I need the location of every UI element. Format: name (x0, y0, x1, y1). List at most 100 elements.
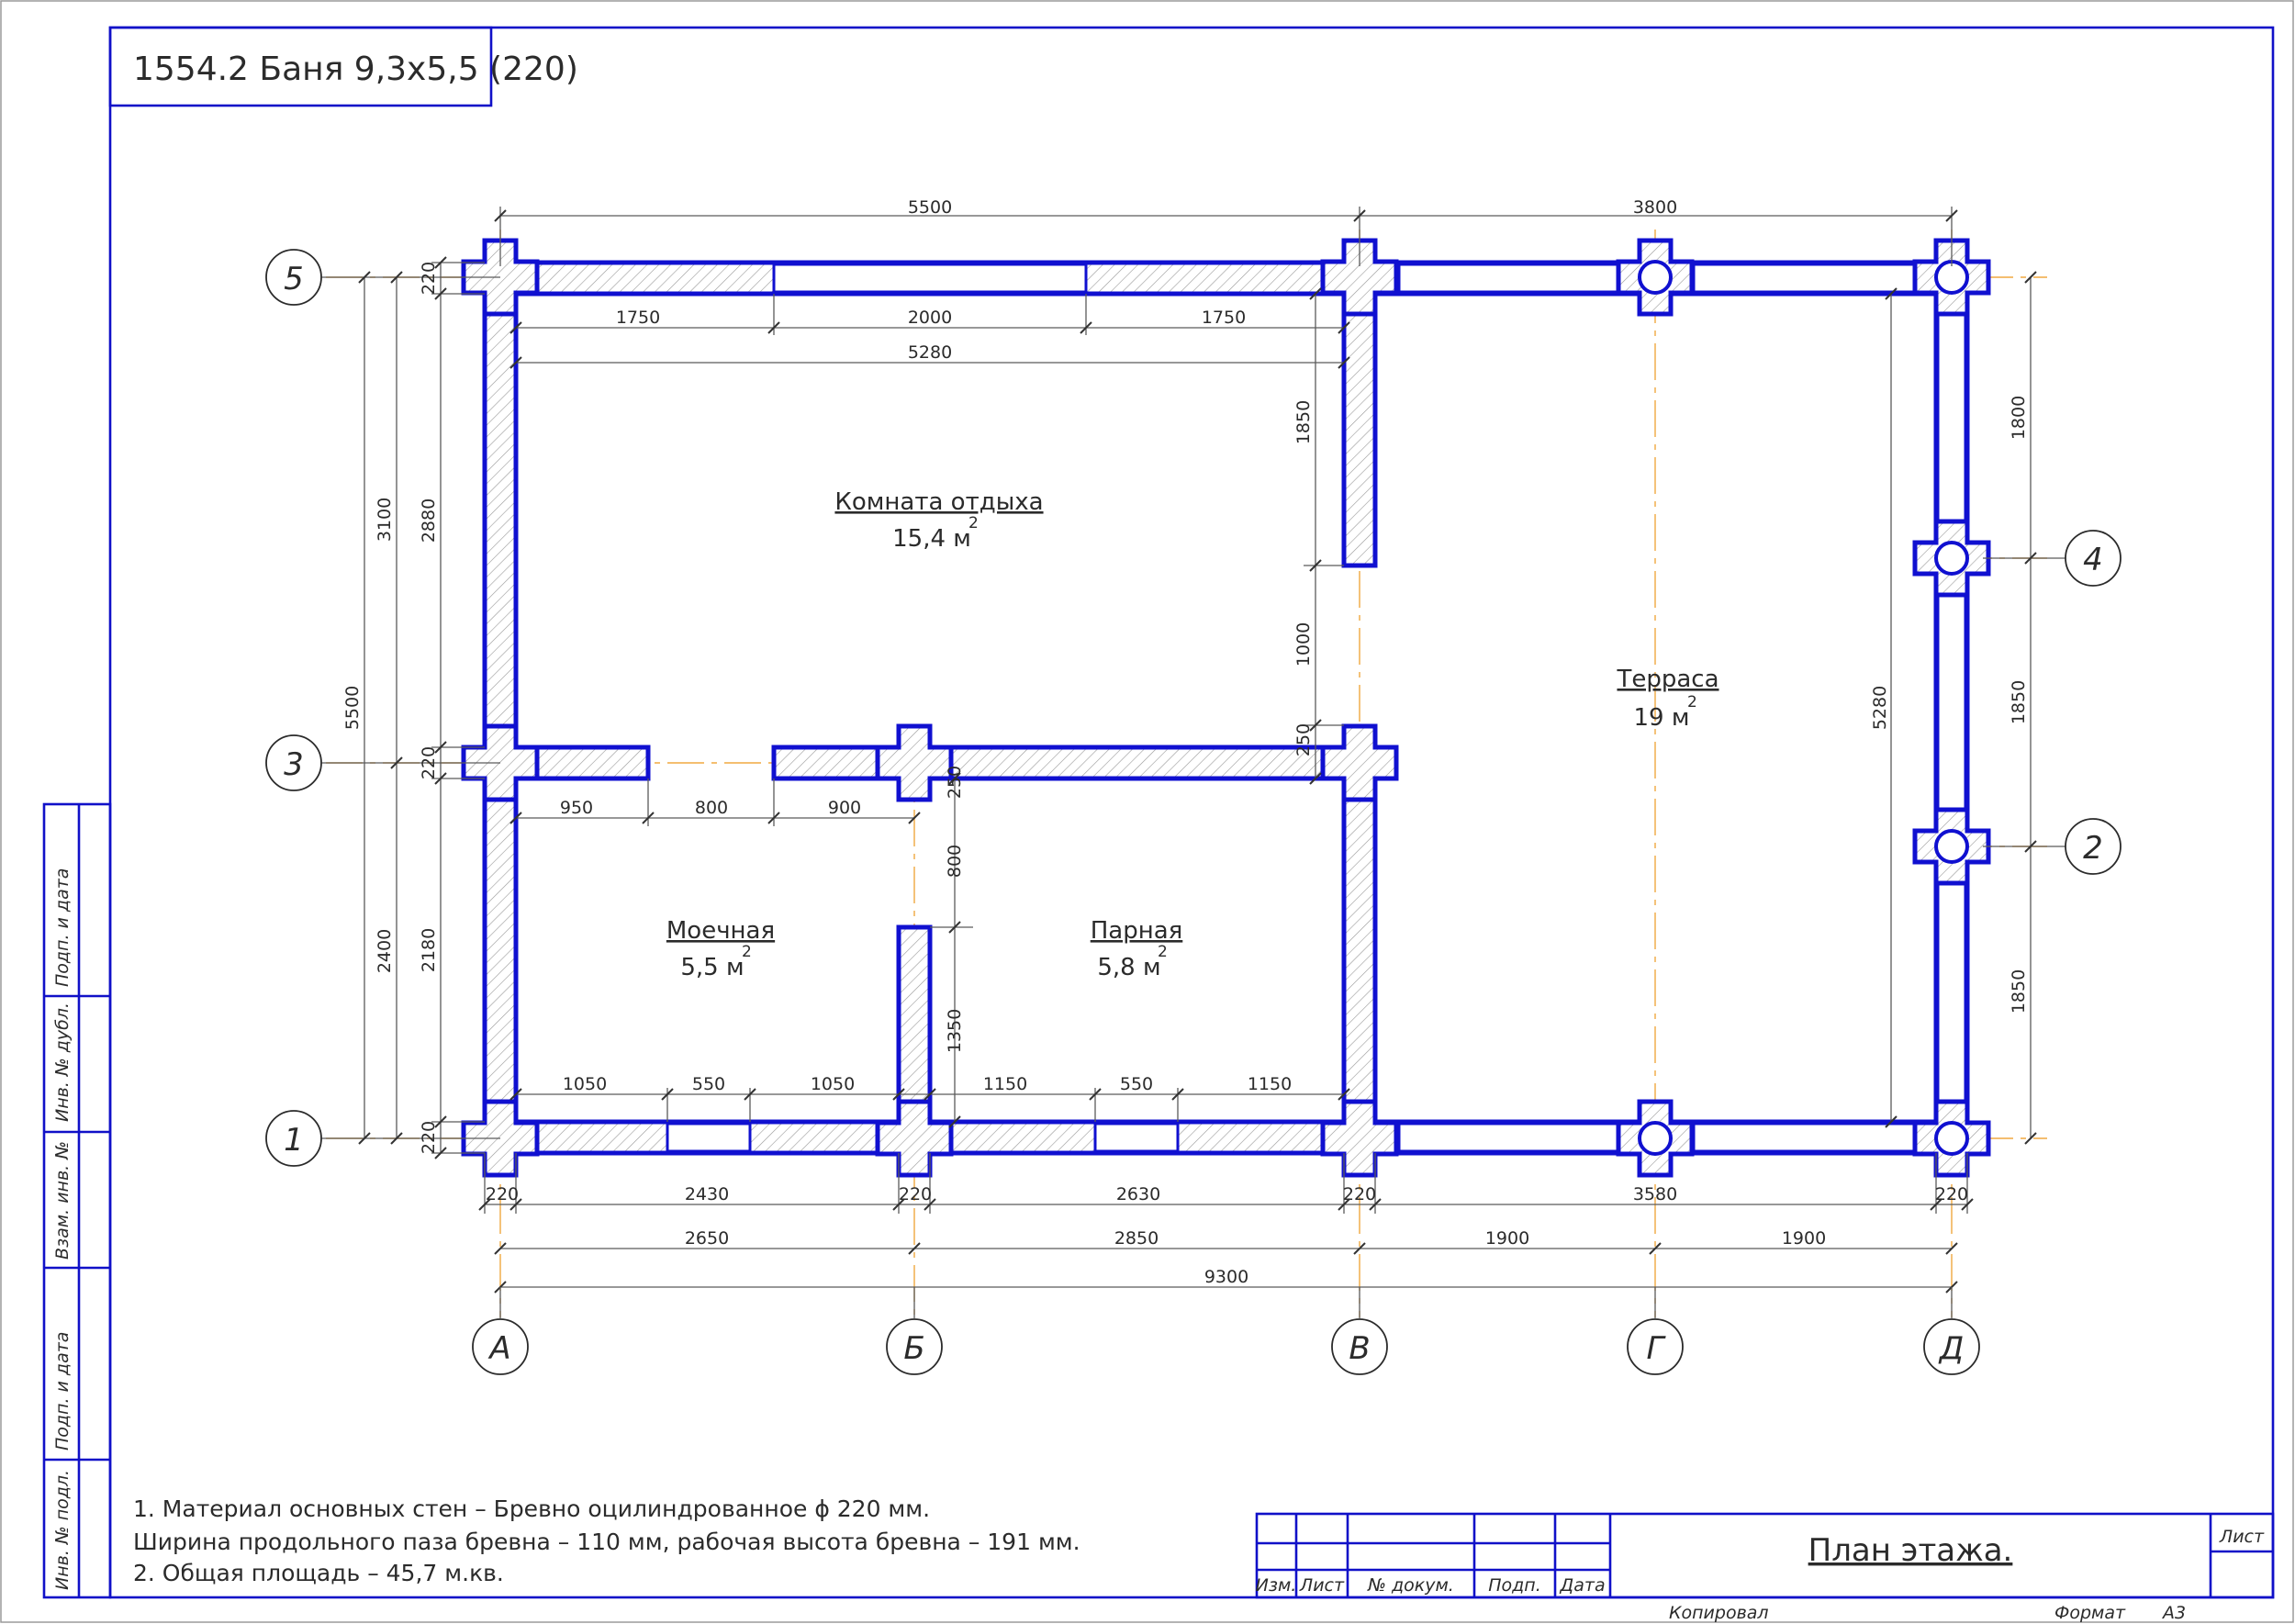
dim-tick-16 (892, 1088, 905, 1101)
dim-tick-11 (767, 812, 780, 824)
dim-bot-1150b: 1150 (1248, 1074, 1292, 1094)
dim-tick-18 (1089, 1088, 1102, 1101)
room-steam: Парная 5,8 м 2 (1091, 917, 1183, 981)
dim-tick-37 (358, 1132, 371, 1145)
dim-tick-55 (1885, 1115, 1898, 1128)
window-bottom-1 (666, 1122, 752, 1153)
dim-int-1000: 1000 (1293, 622, 1314, 666)
dimension-lines (353, 207, 2040, 1288)
terrace-right-rail-3 (1936, 881, 1967, 1103)
dim-tick-50 (1309, 772, 1322, 785)
room-terrace-area: 19 м (1634, 704, 1690, 732)
dim-tick-31 (1353, 1242, 1366, 1255)
dim-tick-24 (924, 1198, 936, 1211)
dim-below-220b: 220 (899, 1184, 932, 1204)
walls (482, 260, 1970, 1156)
dim-terrace-5280: 5280 (1870, 686, 1890, 730)
dim-tick-51 (948, 772, 961, 785)
dim-chain-1900b: 1900 (1782, 1228, 1826, 1249)
log-cross-b3 (875, 723, 954, 802)
stamp-replace-inv: Взам. инв. № (52, 1141, 73, 1260)
dim-tick-39 (390, 756, 403, 769)
tb-col-doc: № докум. (1367, 1575, 1454, 1596)
post-d1-round (1934, 1121, 1969, 1156)
tb-col-date: Дата (1559, 1575, 1605, 1596)
dim-mid-950: 950 (560, 798, 593, 818)
axis-label-a: А (487, 1330, 510, 1367)
tb-copied: Копировал (1669, 1603, 1769, 1623)
dim-tick-47 (1309, 287, 1322, 300)
room-rest-sup: 2 (968, 514, 979, 532)
dim-tick-38 (390, 271, 403, 284)
dim-tick-6 (1338, 321, 1350, 334)
room-washing-name: Моечная (666, 917, 775, 945)
dim-tick-10 (642, 812, 655, 824)
axis-label-g: Г (1647, 1330, 1667, 1367)
dim-below-2630: 2630 (1116, 1184, 1160, 1204)
dim-right-1800: 1800 (2009, 396, 2029, 440)
dim-int-250a: 250 (1293, 723, 1314, 756)
dim-mid-900: 900 (828, 798, 861, 818)
dim-bot-550b: 550 (1120, 1074, 1153, 1094)
note-line-2: Ширина продольного паза бревна – 110 мм,… (133, 1529, 1080, 1555)
room-washing: Моечная 5,5 м 2 (666, 917, 775, 981)
dim-tick-8 (1338, 356, 1350, 369)
dim-tick-12 (908, 812, 921, 824)
terrace-bottom-rail-2 (1692, 1122, 1916, 1153)
log-cross-v5 (1320, 238, 1399, 317)
terrace-bottom-rail-1 (1397, 1122, 1621, 1153)
dim-tick-21 (478, 1198, 491, 1211)
dim-right-1850b: 1850 (2009, 969, 2029, 1014)
dim-tick-42 (434, 287, 447, 300)
dim-tick-44 (434, 772, 447, 785)
title-block: Изм. Лист № докум. Подп. Дата План этажа… (1256, 1512, 2275, 1623)
axis-label-1: 1 (284, 1122, 304, 1159)
stamp-sign-date-1: Подп. и дата (52, 868, 73, 987)
log-cross-v1 (1320, 1099, 1399, 1178)
post-g1-round (1638, 1121, 1673, 1156)
dim-tick-41 (434, 256, 447, 269)
dim-tick-32 (1649, 1242, 1662, 1255)
dim-left-3100: 3100 (375, 498, 395, 542)
dim-right-1850a: 1850 (2009, 680, 2029, 724)
dim-tick-57 (2024, 552, 2037, 565)
dim-int-800: 800 (945, 845, 965, 878)
dim-tick-0 (494, 209, 507, 222)
dim-tick-5 (1080, 321, 1092, 334)
dim-below-2430: 2430 (685, 1184, 729, 1204)
dim-left-2180: 2180 (419, 928, 439, 972)
dim-tick-56 (2024, 271, 2037, 284)
stamp-sign-date-2: Подп. и дата (52, 1332, 73, 1450)
dim-chain-1900a: 1900 (1485, 1228, 1529, 1249)
title-box (108, 26, 493, 107)
dim-tick-25 (1338, 1198, 1350, 1211)
dim-tick-45 (434, 1115, 447, 1128)
dim-tick-22 (509, 1198, 522, 1211)
dim-int-1350: 1350 (945, 1009, 965, 1053)
dim-top-2000: 2000 (908, 308, 952, 328)
room-steam-name: Парная (1091, 917, 1183, 945)
dim-tick-9 (509, 812, 522, 824)
dim-chain-2850: 2850 (1114, 1228, 1159, 1249)
side-stamp: Подп. и дата Инв. № дубл. Взам. инв. № П… (42, 802, 112, 1599)
dim-bot-1050a: 1050 (563, 1074, 607, 1094)
tb-col-izm: Изм. (1256, 1575, 1297, 1596)
dim-tick-53 (948, 1115, 961, 1128)
axis-label-4: 4 (2083, 542, 2103, 578)
dim-mid-800: 800 (695, 798, 728, 818)
dim-tick-4 (767, 321, 780, 334)
dim-tick-3 (509, 321, 522, 334)
axis-label-5: 5 (284, 261, 304, 297)
tb-col-sign: Подп. (1488, 1575, 1541, 1596)
dim-bot-1150a: 1150 (983, 1074, 1027, 1094)
dim-tick-26 (1369, 1198, 1382, 1211)
dim-tick-20 (1338, 1088, 1350, 1101)
log-cross-b1 (875, 1099, 954, 1178)
dim-tick-43 (434, 741, 447, 754)
terrace-top-rail-2 (1692, 263, 1916, 294)
terrace-right-rail-1 (1936, 308, 1967, 523)
dim-int-250b: 250 (945, 766, 965, 799)
dim-tick-2 (1945, 209, 1958, 222)
dim-tick-58 (2024, 840, 2037, 853)
dim-top-3800: 3800 (1633, 197, 1677, 218)
